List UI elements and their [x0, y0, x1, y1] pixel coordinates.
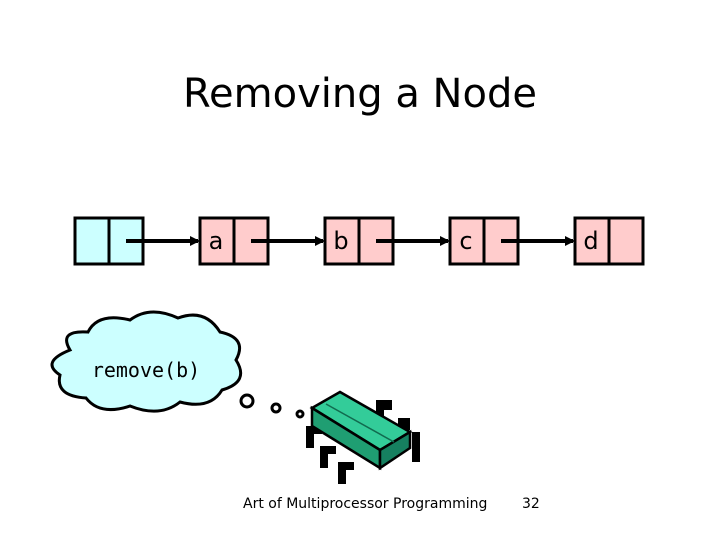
- node-label-b: b: [333, 227, 349, 255]
- thought-trail-dot-3: [295, 409, 305, 419]
- node-label-a: a: [208, 227, 224, 255]
- thought-trail-dot-1: [239, 393, 255, 409]
- node-label-c: c: [459, 227, 473, 255]
- footer-text: Art of Multiprocessor Programming: [243, 496, 488, 512]
- thought-trail-dot-2: [270, 402, 282, 414]
- list-node-a: [198, 216, 270, 266]
- thought-bubble: [50, 310, 243, 413]
- node-label-d: d: [583, 227, 599, 255]
- slide-title: Removing a Node: [183, 71, 537, 117]
- list-node-d: [573, 216, 645, 266]
- slide-number: 32: [522, 496, 540, 512]
- thought-text: remove(b): [91, 358, 201, 382]
- multiprocessor-chip-icon: [306, 390, 420, 484]
